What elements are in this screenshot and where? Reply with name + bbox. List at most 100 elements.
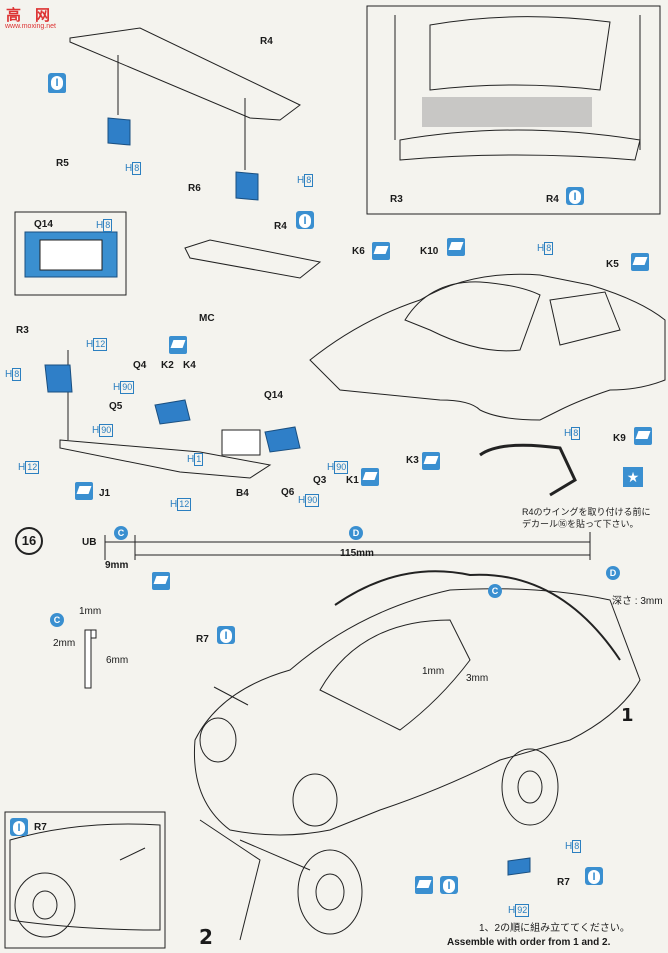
cement-icon-r7-bottom: I (585, 867, 603, 885)
stripe-9mm: 9mm (105, 560, 129, 571)
decal-icon-k5 (631, 253, 649, 271)
part-r7-bottom (507, 857, 531, 876)
label-b4: B4 (236, 488, 249, 499)
label-k4: K4 (183, 360, 196, 371)
plate-b4 (221, 429, 261, 456)
watermark-url: www.moxing.net (5, 23, 56, 30)
decal-number-badge: 16 (15, 527, 43, 555)
assembly-note-jp: 1、2の順に組み立ててください。 (479, 923, 630, 934)
inset-box (366, 5, 661, 215)
label-r5: R5 (56, 158, 69, 169)
cut-c-marker: C (50, 613, 64, 627)
decal-icon-bottom (415, 876, 433, 894)
inset-decal-panel (422, 97, 592, 127)
stripe-115mm: 115mm (340, 548, 374, 559)
cut-2mm: 2mm (53, 638, 76, 649)
decal-icon-j1 (75, 482, 93, 500)
step-two: 2 (199, 925, 213, 949)
decal-icon-k9 (634, 427, 652, 445)
label-k10: K10 (420, 246, 439, 257)
chin-spoiler-j1 (59, 439, 272, 479)
car-dim-3mm: 3mm (466, 673, 489, 684)
label-r7-inset: R7 (34, 822, 47, 833)
decal-icon-stripe (152, 572, 170, 590)
label-r4-top: R4 (260, 36, 273, 47)
q14-plate-frame (14, 211, 127, 296)
wing-r4-mid (184, 239, 322, 279)
label-r7-top: R7 (196, 634, 209, 645)
decal-note-line2: デカール⑯を貼って下さい。 (522, 519, 639, 529)
label-q4: Q4 (133, 360, 147, 371)
car-c-marker: C (488, 584, 502, 598)
label-k3: K3 (406, 455, 419, 466)
decal-icon-k6 (372, 242, 390, 260)
cement-icon-r7-top: I (217, 626, 235, 644)
label-r4-mid: R4 (274, 221, 287, 232)
cut-6mm: 6mm (106, 655, 129, 666)
label-k5: K5 (606, 259, 619, 270)
mount-r5 (107, 117, 131, 146)
label-mc: MC (199, 313, 215, 324)
step-one: 1 (621, 705, 634, 726)
mount-r6 (235, 171, 259, 201)
label-r7-bottom: R7 (557, 877, 570, 888)
label-k1: K1 (346, 475, 359, 486)
cut-1mm: 1mm (79, 606, 102, 617)
mirror-r3 (44, 364, 73, 393)
car-dim-1mm: 1mm (422, 666, 445, 677)
label-q3: Q3 (313, 475, 327, 486)
wing-r4-top (69, 27, 301, 121)
decal-icon-k1 (361, 468, 379, 486)
decal-icon-k3 (422, 452, 440, 470)
cement-icon-r4: I (48, 73, 66, 91)
label-k9: K9 (613, 433, 626, 444)
label-k6: K6 (352, 246, 365, 257)
stripe-ub-label: UB (82, 537, 97, 548)
label-q5: Q5 (109, 401, 123, 412)
cement-icon-inset-r7: I (10, 818, 28, 836)
car-lower-body (193, 588, 641, 836)
label-j1: J1 (99, 488, 111, 499)
cement-icon-r4-mid: I (296, 211, 314, 229)
label-r3: R3 (16, 325, 29, 336)
decal-icon-k10 (447, 238, 465, 256)
cement-icon-bottom: I (440, 876, 458, 894)
label-k2: K2 (161, 360, 174, 371)
cement-icon-inset: I (566, 187, 584, 205)
stripe-cut-detail (84, 629, 92, 689)
label-q14-mid: Q14 (264, 390, 283, 401)
car-upper-body (309, 273, 666, 421)
decal-icon-k2 (169, 336, 187, 354)
label-q6: Q6 (281, 487, 295, 498)
decal-note-line1: R4のウイングを取り付ける前に (522, 507, 651, 517)
inset-r7 (4, 811, 166, 949)
label-inset-r4: R4 (546, 194, 559, 205)
star-icon: ★ (623, 467, 643, 487)
assembly-note-en: Assemble with order from 1 and 2. (447, 937, 611, 948)
stripe-d-marker: D (349, 526, 363, 540)
label-inset-r3: R3 (390, 194, 403, 205)
watermark-logo: 高网 (6, 7, 51, 24)
label-q14: Q14 (34, 219, 53, 230)
car-d-marker: D (606, 566, 620, 580)
stripe-c-marker: C (114, 526, 128, 540)
stripe-d-line (334, 570, 621, 661)
